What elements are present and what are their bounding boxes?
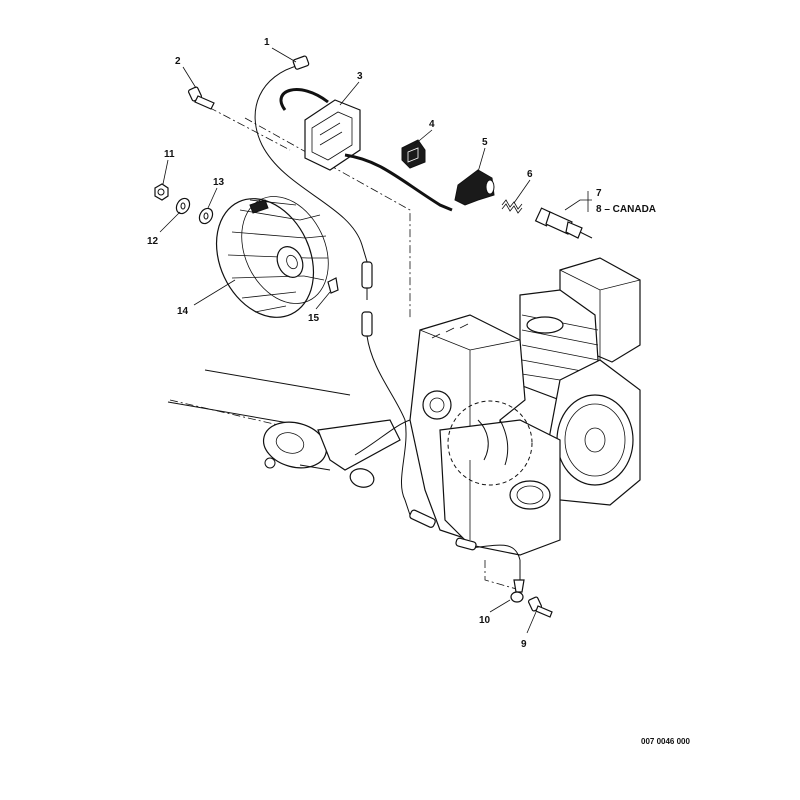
callout-13: 13 [213,177,225,188]
callout-1: 1 [264,37,270,48]
drive-tube [167,369,411,488]
part-10-ground-terminal [510,560,525,603]
part-7-8-spark-plug [534,207,593,239]
reference-number: 007 0046 000 [641,737,690,746]
callout-14: 14 [177,306,189,317]
part-4-clip [401,139,426,169]
callout-3: 3 [357,71,363,82]
callout-15: 15 [308,313,320,324]
part-14-flywheel [215,196,329,318]
part-9-screw [527,596,553,618]
callout-10: 10 [479,615,491,626]
part-1-ignition-lead [254,55,436,528]
part-5-spark-plug-boot [454,169,495,206]
callout-12: 12 [147,236,159,247]
engine-assembly [409,257,641,561]
callout-9: 9 [521,639,527,650]
leader-lines [159,47,592,634]
callout-5: 5 [482,137,488,148]
part-3-ignition-module [279,88,453,212]
callout-4: 4 [429,119,435,130]
callout-8: 8 – CANADA [596,204,656,215]
callout-7: 7 [596,188,602,199]
part-15-key [327,277,339,294]
parts-11-12-13-nut-washers [154,183,214,225]
callout-labels: 1 2 3 4 5 6 7 8 – CANADA 9 10 11 12 13 1… [147,37,690,746]
callout-2: 2 [175,56,181,67]
callout-11: 11 [164,149,175,160]
callout-6: 6 [527,169,533,180]
part-6-spring [501,199,523,214]
part-2-screw [187,86,215,110]
